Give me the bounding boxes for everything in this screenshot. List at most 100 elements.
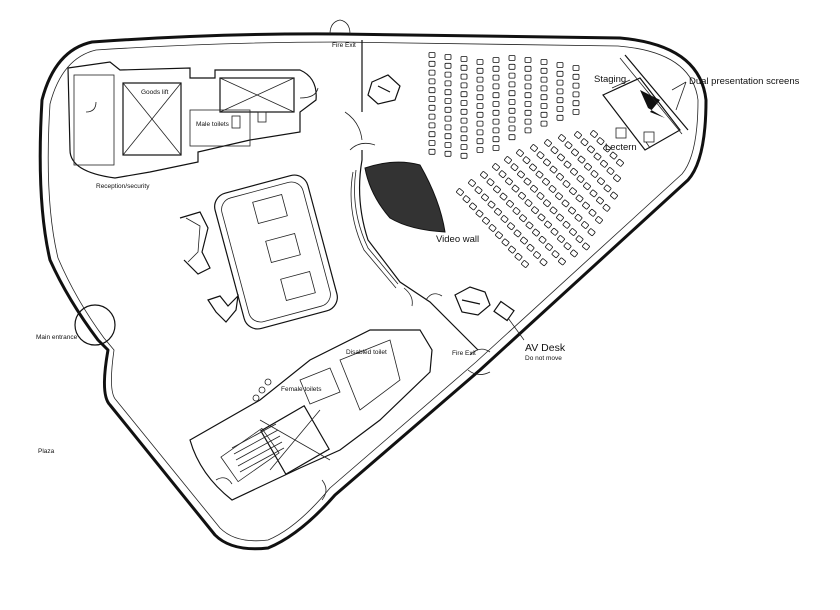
seat	[556, 62, 564, 68]
seat	[574, 131, 582, 139]
seat	[531, 206, 539, 215]
seat	[508, 107, 516, 114]
seat	[583, 182, 591, 191]
main-entrance-door	[74, 304, 116, 346]
auditorium-wall	[358, 40, 479, 351]
seat	[572, 65, 580, 71]
seat	[524, 92, 532, 99]
seat	[508, 245, 516, 254]
seat	[596, 196, 604, 205]
seat	[499, 192, 508, 201]
seat	[536, 192, 545, 200]
seat	[444, 98, 452, 104]
seat	[587, 228, 596, 237]
seat	[595, 216, 603, 224]
seat	[522, 156, 531, 165]
seat	[521, 260, 529, 268]
north-core	[67, 61, 319, 179]
seat	[476, 111, 484, 118]
goods-lift-label: Goods lift	[141, 89, 169, 96]
seat	[428, 52, 436, 58]
seat	[557, 235, 565, 243]
seat	[540, 85, 548, 92]
seat	[540, 76, 548, 83]
seat	[584, 162, 592, 171]
seat	[530, 144, 538, 152]
seat	[460, 108, 468, 115]
seat	[570, 167, 578, 176]
seat	[444, 71, 452, 78]
seat	[508, 90, 516, 97]
seat	[476, 147, 484, 153]
seat	[606, 167, 615, 175]
seat	[456, 188, 464, 196]
seat	[550, 227, 559, 236]
seat	[523, 177, 532, 186]
seat	[513, 229, 522, 238]
seat	[469, 202, 477, 211]
seat	[460, 152, 468, 159]
seat	[572, 109, 580, 115]
seat	[492, 163, 500, 171]
seat	[545, 243, 553, 251]
seat	[468, 179, 476, 187]
seat	[613, 174, 621, 183]
seat	[526, 243, 535, 252]
seat	[574, 213, 583, 222]
seat	[563, 242, 572, 251]
seat	[492, 127, 500, 134]
seat	[582, 242, 590, 251]
staging-area	[602, 54, 689, 151]
seat	[495, 231, 503, 240]
seat	[572, 100, 580, 107]
seat	[581, 221, 589, 229]
seat	[603, 144, 611, 153]
seat	[524, 118, 532, 125]
seat	[568, 206, 576, 215]
seat	[487, 200, 496, 209]
seat	[570, 249, 578, 258]
seat	[501, 238, 510, 247]
seat	[540, 111, 548, 118]
seat	[589, 189, 598, 198]
seat	[482, 216, 490, 225]
seat	[564, 141, 573, 150]
seat	[616, 158, 624, 167]
seat	[512, 207, 521, 215]
seat	[519, 214, 527, 223]
seat	[600, 159, 608, 168]
seat	[507, 222, 515, 231]
seat	[544, 220, 552, 229]
seat	[524, 74, 532, 81]
seat	[476, 85, 484, 92]
seat	[510, 163, 519, 172]
seat	[428, 78, 436, 85]
seat	[524, 127, 532, 134]
seat	[492, 109, 500, 116]
seat	[551, 250, 560, 259]
seat	[556, 114, 564, 121]
seat	[524, 65, 532, 72]
seat	[561, 199, 570, 208]
seat	[540, 59, 548, 65]
seat	[508, 72, 516, 79]
seat	[587, 145, 595, 154]
seat	[542, 177, 550, 186]
seat	[500, 215, 509, 223]
seat	[492, 101, 500, 107]
seat	[476, 67, 484, 74]
seat	[460, 126, 468, 133]
seat	[518, 191, 526, 200]
seat	[525, 221, 534, 230]
seat	[580, 138, 589, 147]
seat	[460, 117, 468, 124]
seat	[492, 57, 500, 63]
seat	[538, 235, 547, 244]
seat	[511, 184, 520, 193]
seat	[590, 130, 598, 138]
seat	[557, 153, 565, 162]
seat	[558, 134, 566, 142]
seat	[460, 64, 468, 71]
outer-wall	[38, 32, 708, 551]
